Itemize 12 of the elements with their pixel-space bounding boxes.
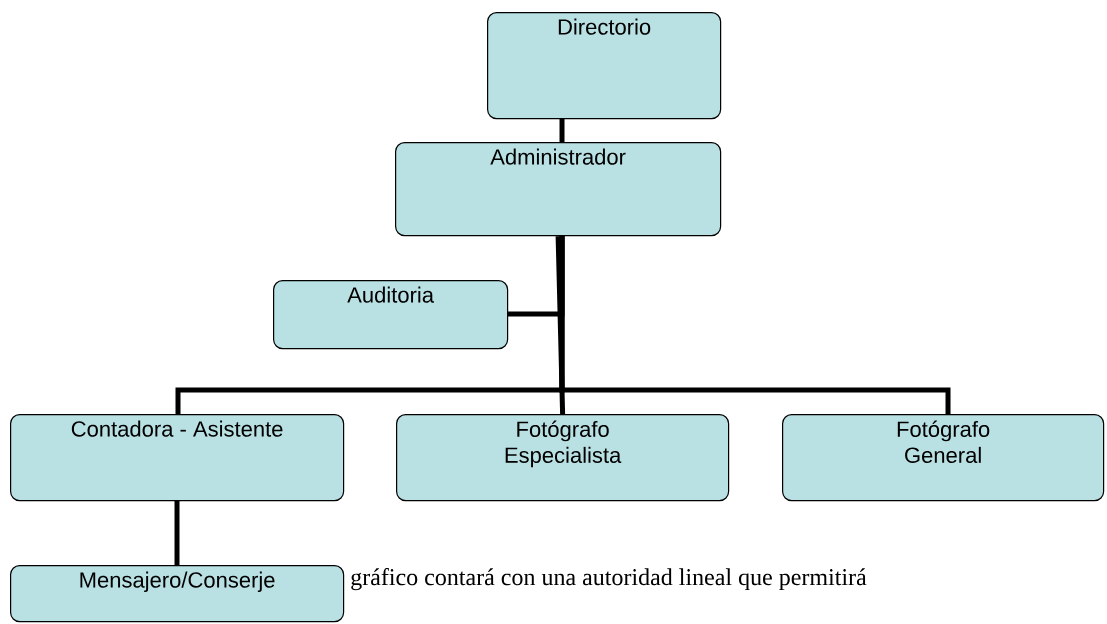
org-box: Administrador [395, 142, 722, 237]
body-text: gráfico contará con una autoridad lineal que permitirá [351, 568, 867, 591]
org-box: Directorio [487, 12, 722, 120]
org-box: Auditoria [273, 280, 509, 350]
org-box: Fotógrafo General [782, 414, 1105, 502]
connector-line [174, 500, 180, 565]
org-box: Fotógrafo Especialista [396, 414, 730, 502]
org-box: Contadora - Asistente [10, 414, 345, 502]
connector-line [555, 236, 566, 415]
connector-line [559, 235, 951, 414]
connector-line [559, 118, 565, 142]
org-box: Mensajero/Conserje [10, 565, 345, 623]
